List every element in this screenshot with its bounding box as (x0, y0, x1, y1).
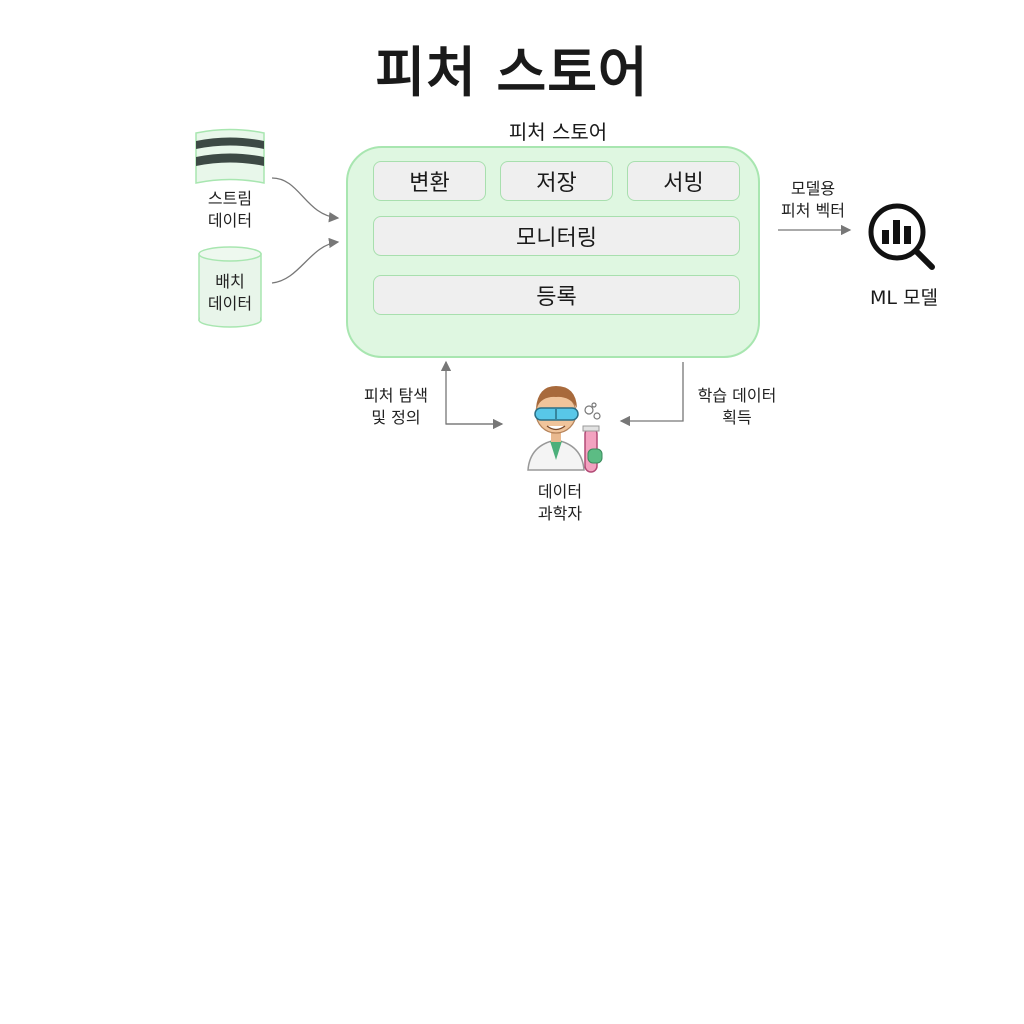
stream-to-store-arrow (271, 177, 340, 223)
feature-store-label: 피처 스토어 (508, 120, 608, 144)
page-title: 피처 스토어 (375, 41, 649, 104)
serving-block[interactable]: 서빙 (627, 161, 740, 201)
registry-block[interactable]: 등록 (373, 275, 740, 315)
transform-block[interactable]: 변환 (373, 161, 486, 201)
batch-data-icon (198, 246, 262, 328)
batch-to-store-arrow (271, 237, 340, 284)
ml-model-label: ML 모델 (870, 287, 938, 309)
ml-model-icon (868, 203, 935, 270)
storage-block[interactable]: 저장 (500, 161, 613, 201)
monitoring-block[interactable]: 모니터링 (373, 216, 740, 256)
stream-data-icon (195, 128, 265, 184)
explore-define-arrow (440, 360, 502, 425)
data-scientist-icon (527, 386, 603, 473)
training-data-arrow (619, 362, 684, 427)
